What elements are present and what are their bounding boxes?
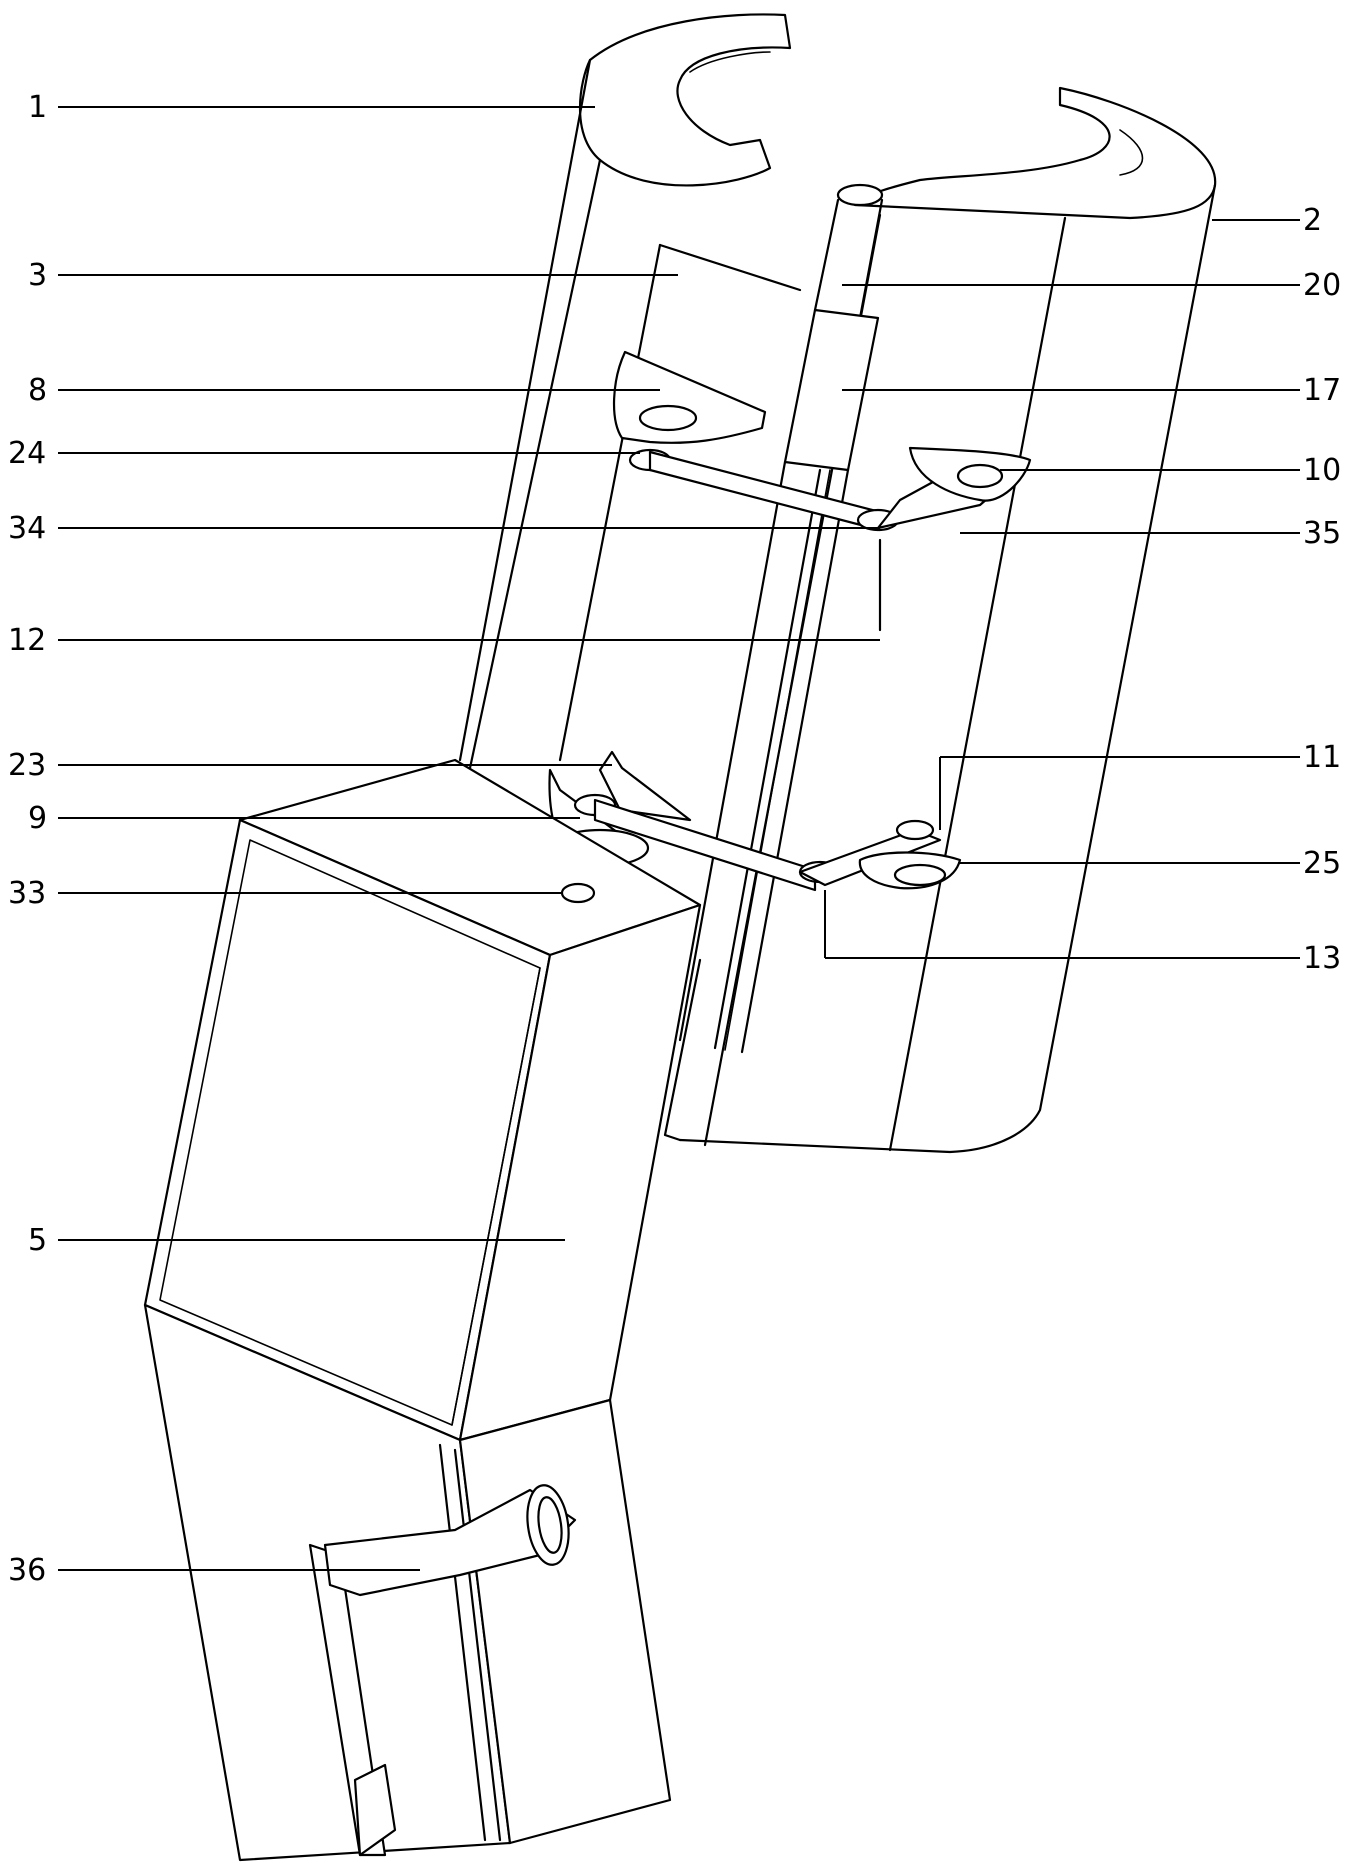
label-20: 20: [1303, 268, 1341, 303]
label-36: 36: [8, 1553, 46, 1588]
left-shell-part-1: [458, 13, 792, 770]
label-35: 35: [1303, 516, 1341, 551]
rib-part-3: [558, 243, 802, 762]
clip-part-36: [143, 1303, 672, 1862]
label-34: 34: [8, 511, 46, 546]
label-5: 5: [28, 1223, 47, 1258]
label-24: 24: [8, 436, 46, 471]
label-12: 12: [8, 623, 46, 658]
label-2: 2: [1303, 203, 1322, 238]
upper-linkage: [613, 350, 1032, 632]
lower-linkage: [548, 750, 962, 892]
label-33: 33: [8, 876, 46, 911]
box-part-5: [143, 758, 702, 1442]
label-25: 25: [1303, 846, 1341, 881]
label-8: 8: [28, 373, 47, 408]
label-11: 11: [1303, 740, 1341, 775]
label-17: 17: [1303, 373, 1341, 408]
label-13: 13: [1303, 941, 1341, 976]
label-1: 1: [28, 90, 47, 125]
reference-numerals: 1 2 3 20 8 17 24 10 34 35 12 23 11 9 25 …: [8, 90, 1341, 1588]
hinge-pin-20-17: [678, 183, 884, 1054]
label-3: 3: [28, 258, 47, 293]
label-9: 9: [28, 801, 47, 836]
leader-lines: [58, 106, 1300, 1571]
right-shell-part-2: [663, 86, 1217, 1154]
label-23: 23: [8, 748, 46, 783]
label-10: 10: [1303, 453, 1341, 488]
